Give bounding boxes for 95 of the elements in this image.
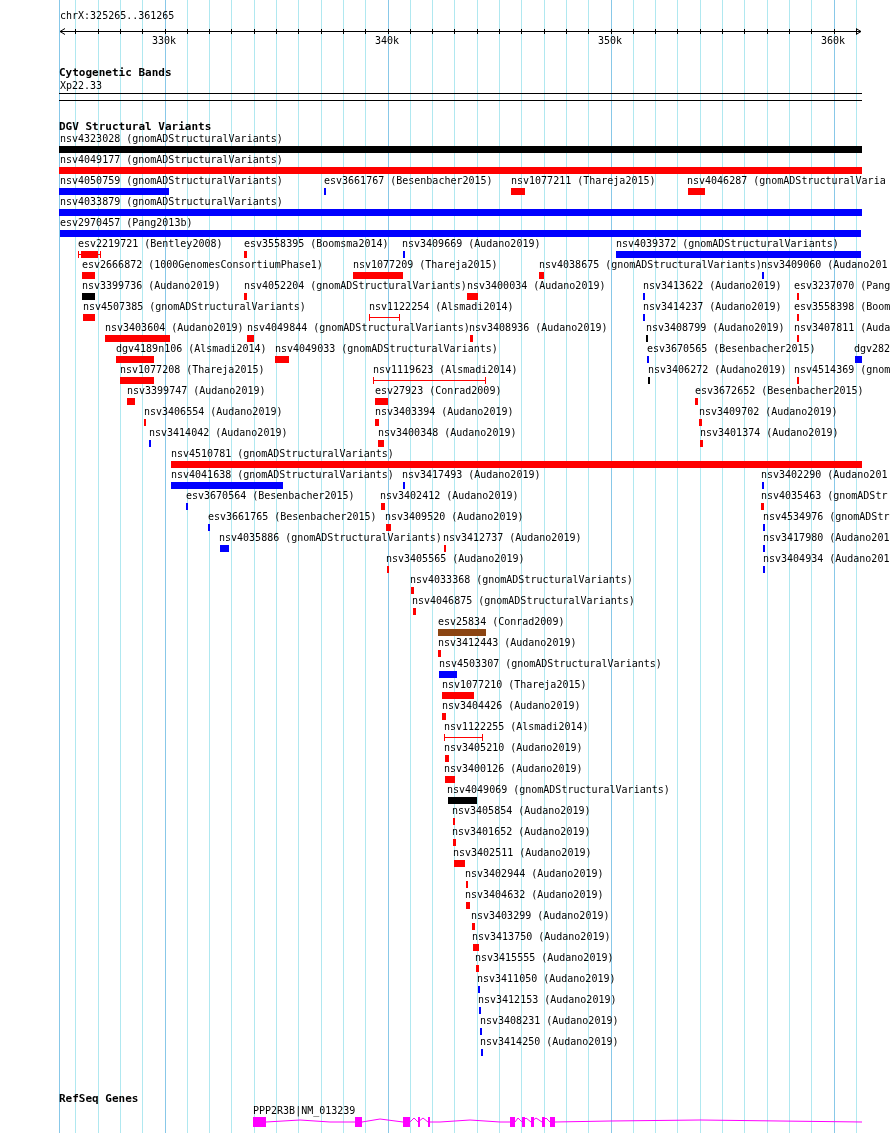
variant-label: nsv3403299 (Audano2019): [471, 910, 610, 921]
variant-label: nsv4514369 (gnom: [794, 364, 890, 375]
variant-label: nsv1122255 (Alsmadi2014): [444, 721, 589, 732]
variant-label: nsv3404934 (Audano201: [763, 553, 890, 564]
variant-label: nsv3399747 (Audano2019): [127, 385, 266, 396]
variant-label: nsv3405854 (Audano2019): [452, 805, 591, 816]
variant-label: nsv3417493 (Audano2019): [402, 469, 541, 480]
variant-label: nsv3413750 (Audano2019): [472, 931, 611, 942]
tick-label: 350k: [598, 35, 623, 46]
variant-label: nsv4049069 (gnomADStructuralVariants): [447, 784, 670, 795]
variant-label: nsv3408799 (Audano2019): [646, 322, 785, 333]
variant-label: nsv3400348 (Audano2019): [378, 427, 517, 438]
variant-label: nsv4046287 (gnomADStructuralVaria: [687, 175, 886, 186]
variant-label: dgv282: [854, 343, 890, 354]
variant-label: nsv3406272 (Audano2019): [648, 364, 787, 375]
variant-label: nsv3404632 (Audano2019): [465, 889, 604, 900]
variant-label: nsv4035886 (gnomADStructuralVariants): [219, 532, 442, 543]
variant-label: esv2219721 (Bentley2008): [78, 238, 223, 249]
variant-label: nsv3412443 (Audano2019): [438, 637, 577, 648]
variant-label: nsv4035463 (gnomADStr: [761, 490, 888, 501]
variant-label: nsv1119623 (Alsmadi2014): [373, 364, 518, 375]
variant-label: nsv3400034 (Audano2019): [467, 280, 606, 291]
variant-label: nsv3413622 (Audano2019): [643, 280, 782, 291]
variant-label: nsv3414250 (Audano2019): [480, 1036, 619, 1047]
variant-label: nsv4507385 (gnomADStructuralVariants): [83, 301, 306, 312]
variant-label: nsv3409060 (Audano201: [761, 259, 888, 270]
variant-label: nsv3403394 (Audano2019): [375, 406, 514, 417]
variant-label: nsv3415555 (Audano2019): [475, 952, 614, 963]
variant-label: nsv3401652 (Audano2019): [452, 826, 591, 837]
variant-label: nsv3399736 (Audano2019): [82, 280, 221, 291]
variant-label: esv25834 (Conrad2009): [438, 616, 565, 627]
variant-label: nsv4041638 (gnomADStructuralVariants): [171, 469, 394, 480]
variant-label: nsv4046875 (gnomADStructuralVariants): [412, 595, 635, 606]
variant-label: nsv3409702 (Audano2019): [699, 406, 838, 417]
variant-label: esv3661765 (Besenbacher2015): [208, 511, 377, 522]
variant-label: nsv3406554 (Audano2019): [144, 406, 283, 417]
variant-label: nsv4052204 (gnomADStructuralVariants): [244, 280, 467, 291]
variant-label: esv3670565 (Besenbacher2015): [647, 343, 816, 354]
variant-label: esv3558395 (Boomsma2014): [244, 238, 389, 249]
variant-label: nsv3407811 (Auda: [794, 322, 890, 333]
coordinate-label: chrX:325265..361265: [60, 10, 175, 21]
variant-label: nsv3409669 (Audano2019): [402, 238, 541, 249]
variant-label: nsv3403604 (Audano2019): [105, 322, 244, 333]
variant-label: nsv4039372 (gnomADStructuralVariants): [616, 238, 839, 249]
tick-label: 360k: [821, 35, 846, 46]
variant-label: nsv3402290 (Audano201: [761, 469, 888, 480]
variant-label: nsv1077210 (Thareja2015): [442, 679, 587, 690]
variant-label: nsv3417980 (Audano201: [763, 532, 890, 543]
variant-label: nsv4049844 (gnomADStructuralVariants): [247, 322, 470, 333]
variant-label: esv3237070 (Pang: [794, 280, 890, 291]
variant-label: nsv4049033 (gnomADStructuralVariants): [275, 343, 498, 354]
variant-label: nsv3414042 (Audano2019): [149, 427, 288, 438]
variant-label: nsv3402511 (Audano2019): [453, 847, 592, 858]
variant-label: nsv3412153 (Audano2019): [478, 994, 617, 1005]
variant-label: nsv1077209 (Thareja2015): [353, 259, 498, 270]
variant-label: nsv3405565 (Audano2019): [386, 553, 525, 564]
variant-label: nsv4038675 (gnomADStructuralVariants): [539, 259, 762, 270]
variant-label: nsv4049177 (gnomADStructuralVariants): [60, 154, 283, 165]
variant-label: nsv3400126 (Audano2019): [444, 763, 583, 774]
variant-label: nsv1077211 (Thareja2015): [511, 175, 656, 186]
variant-label: esv3558398 (Boom: [794, 301, 890, 312]
tick-label: 330k: [152, 35, 177, 46]
variant-label: esv3661767 (Besenbacher2015): [324, 175, 493, 186]
variant-label: nsv3408231 (Audano2019): [480, 1015, 619, 1026]
variant-label: nsv4033368 (gnomADStructuralVariants): [410, 574, 633, 585]
variant-label: nsv4033879 (gnomADStructuralVariants): [60, 196, 283, 207]
variant-label: nsv3408936 (Audano2019): [469, 322, 608, 333]
variant-label: esv27923 (Conrad2009): [375, 385, 502, 396]
variant-label: nsv4050759 (gnomADStructuralVariants): [60, 175, 283, 186]
variant-label: nsv3401374 (Audano2019): [700, 427, 839, 438]
tick-label: 340k: [375, 35, 400, 46]
track-title: DGV Structural Variants: [59, 121, 212, 132]
variant-label: esv2970457 (Pang2013b): [60, 217, 193, 228]
variant-label: nsv1077208 (Thareja2015): [120, 364, 265, 375]
variant-label: dgv4189n106 (Alsmadi2014): [116, 343, 267, 354]
track-title: RefSeq Genes: [59, 1093, 139, 1104]
variant-label: nsv4534976 (gnomADStr: [763, 511, 890, 522]
variant-label: nsv4510781 (gnomADStructuralVariants): [171, 448, 394, 459]
variant-label: nsv4503307 (gnomADStructuralVariants): [439, 658, 662, 669]
variant-label: nsv3409520 (Audano2019): [385, 511, 524, 522]
variant-label: nsv3405210 (Audano2019): [444, 742, 583, 753]
band-label: Xp22.33: [60, 80, 103, 91]
variant-label: nsv3411050 (Audano2019): [477, 973, 616, 984]
variant-label: nsv3412737 (Audano2019): [443, 532, 582, 543]
variant-label: nsv4323028 (gnomADStructuralVariants): [60, 133, 283, 144]
variant-label: nsv3402944 (Audano2019): [465, 868, 604, 879]
gene-label: PPP2R3B|NM_013239: [253, 1105, 356, 1116]
variant-label: nsv3404426 (Audano2019): [442, 700, 581, 711]
variant-label: nsv3402412 (Audano2019): [380, 490, 519, 501]
variant-label: nsv3414237 (Audano2019): [643, 301, 782, 312]
track-title: Cytogenetic Bands: [59, 67, 172, 78]
variant-label: nsv1122254 (Alsmadi2014): [369, 301, 514, 312]
variant-label: esv2666872 (1000GenomesConsortiumPhase1): [82, 259, 323, 270]
variant-label: esv3672652 (Besenbacher2015): [695, 385, 864, 396]
variant-label: esv3670564 (Besenbacher2015): [186, 490, 355, 501]
